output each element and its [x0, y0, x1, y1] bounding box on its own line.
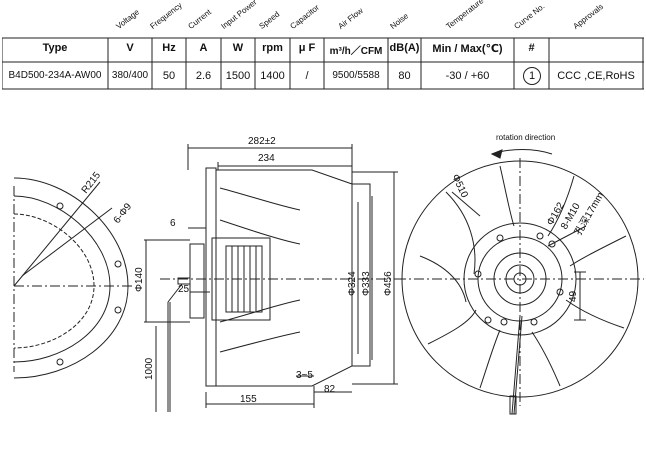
unit-temperature: Min / Max(℃)	[432, 43, 503, 55]
row-approvals: CCC ,CE,RoHS	[557, 70, 635, 82]
curve-circle	[523, 67, 541, 85]
row-type: B4D500-234A-AW00	[8, 70, 102, 81]
unit-air-flow: m³/h／CFM	[329, 46, 383, 57]
rotation-label: rotation direction	[496, 133, 555, 142]
dim-outer-diameter: Φ510	[449, 173, 470, 200]
side-holes-label: 6-Φ9	[112, 201, 135, 226]
table-grid	[2, 37, 644, 90]
unit-current: A	[199, 42, 208, 54]
unit-voltage: V	[126, 42, 134, 54]
unit-speed: rpm	[262, 42, 283, 54]
row-frequency: 50	[162, 70, 176, 82]
dim-offset: 49	[568, 290, 579, 302]
dim-diameter-456: Φ456	[383, 271, 394, 296]
dim-diameter-324: Φ324	[347, 271, 358, 296]
unit-power: W	[232, 42, 244, 54]
row-air-flow: 9500/5588	[332, 70, 380, 81]
dim-inlet-depth: 82	[324, 384, 336, 395]
drawing-canvas: R215 6-Φ9	[13, 133, 644, 415]
side-view	[13, 177, 132, 379]
unit-type: Type	[42, 42, 68, 54]
unit-noise: dB(A)	[389, 42, 420, 54]
dim-cable-length: 1000	[144, 357, 155, 380]
dim-shaft-offset: 25	[178, 284, 190, 295]
dim-diameter-333: Φ333	[361, 271, 372, 296]
row-curve: 1	[528, 70, 536, 82]
unit-curve: #	[528, 42, 535, 54]
rear-view	[396, 149, 644, 415]
unit-capacitor: μ F	[298, 42, 316, 54]
dim-flange-thickness: 6	[170, 218, 176, 229]
dim-body-width: 234	[258, 153, 275, 164]
row-voltage: 380/400	[111, 70, 149, 81]
dim-overall-width: 282±2	[248, 136, 276, 147]
technical-drawing: R215 6-Φ9	[0, 96, 646, 459]
unit-frequency: Hz	[162, 42, 176, 54]
row-current: 2.6	[195, 70, 212, 82]
row-temperature: -30 / +60	[445, 70, 490, 82]
dim-hub-diameter: Φ140	[134, 267, 145, 292]
spec-table: Voltage Frequency Current Input Power Sp…	[2, 0, 644, 96]
row-noise: 80	[398, 70, 411, 82]
row-speed: 1400	[260, 70, 285, 82]
front-view	[144, 144, 404, 412]
dim-gap: 3~5	[296, 370, 313, 381]
row-capacitor: /	[305, 70, 309, 82]
row-power: 1500	[225, 70, 251, 82]
dim-base-length: 155	[240, 394, 257, 405]
